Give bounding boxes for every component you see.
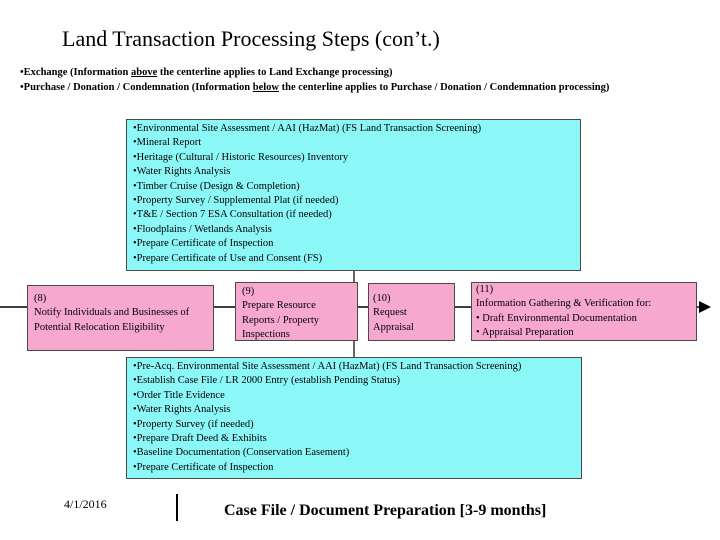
list-item: •Order Title Evidence <box>133 389 225 401</box>
step-10-number: (10) <box>373 293 391 304</box>
purchase-steps-list: •Pre-Acq. Environmental Site Assessment … <box>133 360 581 475</box>
exchange-steps-box: •Environmental Site Assessment / AAI (Ha… <box>126 119 581 271</box>
list-item: •Timber Cruise (Design & Completion) <box>133 180 300 192</box>
list-item: •Water Rights Analysis <box>133 404 231 416</box>
step-11-number: (11) <box>476 284 494 295</box>
list-item: •Establish Case File / LR 2000 Entry (es… <box>133 375 401 387</box>
step-11-text: Information Gathering & Verification for… <box>476 298 652 310</box>
list-item: •Floodplains / Wetlands Analysis <box>133 223 272 235</box>
list-item: •Prepare Certificate of Inspection <box>133 238 274 250</box>
step-11-text: • Draft Environmental Documentation <box>476 312 637 324</box>
list-item: •Heritage (Cultural / Historic Resources… <box>133 151 349 163</box>
step-11-box: (11) Information Gathering & Verificatio… <box>471 282 697 341</box>
step-9-text: Reports / Property <box>242 314 319 326</box>
list-item: •Prepare Certificate of Use and Consent … <box>133 252 323 264</box>
purchase-note-emphasis: below <box>252 82 279 93</box>
footer-divider <box>176 494 178 521</box>
list-item: •Pre-Acq. Environmental Site Assessment … <box>133 361 522 372</box>
step-9-text: Inspections <box>242 329 290 341</box>
exchange-note-emphasis: above <box>131 67 158 78</box>
list-item: •Environmental Site Assessment / AAI (Ha… <box>133 123 482 134</box>
step-10-text: Appraisal <box>373 321 414 333</box>
page-title: Land Transaction Processing Steps (con’t… <box>62 26 440 51</box>
step-8-number: (8) <box>34 293 47 304</box>
centerline-arrowhead <box>699 301 711 313</box>
purchase-note-post: the centerline applies to Purchase / Don… <box>279 82 610 93</box>
step-10-text: Request <box>373 307 407 319</box>
step-9-box: (9) Prepare Resource Reports / Property … <box>235 282 358 341</box>
list-item: •Property Survey / Supplemental Plat (if… <box>133 195 339 207</box>
list-item: •Property Survey (if needed) <box>133 418 254 430</box>
list-item: •Mineral Report <box>133 137 202 149</box>
list-item: •Baseline Documentation (Conservation Ea… <box>133 447 350 459</box>
step-11-text: • Appraisal Preparation <box>476 327 574 339</box>
purchase-note: •Purchase / Donation / Condemnation (Inf… <box>20 82 609 93</box>
purchase-steps-box: •Pre-Acq. Environmental Site Assessment … <box>126 357 582 479</box>
step-8-box: (8) Notify Individuals and Businesses of… <box>27 285 214 351</box>
list-item: •Prepare Certificate of Inspection <box>133 461 274 473</box>
step-10-box: (10) Request Appraisal <box>368 283 455 341</box>
purchase-note-pre: •Purchase / Donation / Condemnation (Inf… <box>20 82 253 93</box>
list-item: •Water Rights Analysis <box>133 166 231 178</box>
exchange-note-pre: •Exchange (Information <box>20 67 132 78</box>
step-9-text: Prepare Resource <box>242 300 316 312</box>
exchange-note: •Exchange (Information above the centerl… <box>20 67 392 78</box>
footer-phase-label: Case File / Document Preparation [3-9 mo… <box>224 502 547 519</box>
footer-date: 4/1/2016 <box>64 497 107 511</box>
exchange-steps-list: •Environmental Site Assessment / AAI (Ha… <box>133 122 580 266</box>
step-9-number: (9) <box>242 286 255 297</box>
step-8-text: Potential Relocation Eligibility <box>34 321 165 333</box>
step-8-text: Notify Individuals and Businesses of <box>34 307 190 319</box>
list-item: •T&E / Section 7 ESA Consultation (if ne… <box>133 209 332 221</box>
list-item: •Prepare Draft Deed & Exhibits <box>133 433 267 445</box>
exchange-note-post: the centerline applies to Land Exchange … <box>157 67 393 78</box>
